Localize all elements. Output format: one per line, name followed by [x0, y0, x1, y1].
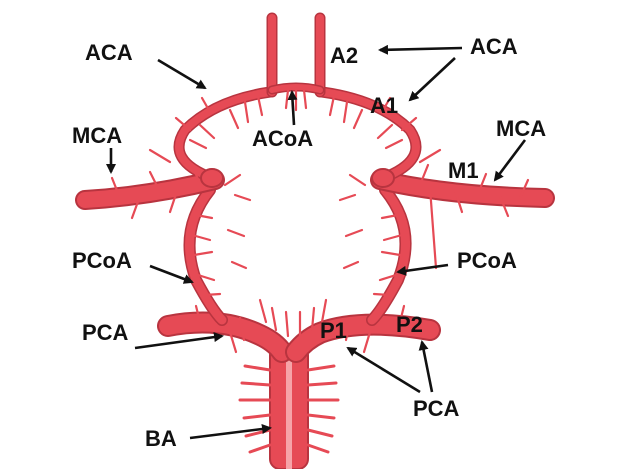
arrow-acoa [292, 92, 294, 125]
arrow-pca-left [135, 336, 222, 348]
label-pcoa-right: PCoA [457, 248, 517, 273]
ica-right-knob [372, 169, 394, 187]
label-aca-right: ACA [470, 34, 518, 59]
ica-left-knob [201, 169, 223, 187]
arrow-pca-p2 [422, 342, 432, 392]
labels: ACA A2 ACA A1 ACoA MCA MCA M1 PCoA PCoA … [72, 34, 546, 451]
label-a2: A2 [330, 43, 358, 68]
arrow-a1 [410, 58, 455, 100]
arrow-pcoa-left [150, 266, 192, 282]
label-arrows [111, 48, 525, 438]
label-pca-left: PCA [82, 320, 129, 345]
arrow-aca-left [158, 60, 205, 88]
label-p1: P1 [320, 318, 347, 343]
label-pca-bottom: PCA [413, 396, 460, 421]
arrow-a2 [380, 48, 462, 50]
label-mca-right: MCA [496, 116, 546, 141]
arrow-mca-right [495, 140, 525, 180]
label-a1: A1 [370, 93, 398, 118]
label-aca-left: ACA [85, 40, 133, 65]
vessel-network [85, 18, 545, 469]
label-acoa: ACoA [252, 126, 313, 151]
perforator-branches [112, 88, 528, 352]
label-m1: M1 [448, 158, 479, 183]
arrow-pca-p1 [348, 348, 420, 392]
label-pcoa-left: PCoA [72, 248, 132, 273]
label-ba: BA [145, 426, 177, 451]
label-p2: P2 [396, 312, 423, 337]
label-mca-left: MCA [72, 123, 122, 148]
